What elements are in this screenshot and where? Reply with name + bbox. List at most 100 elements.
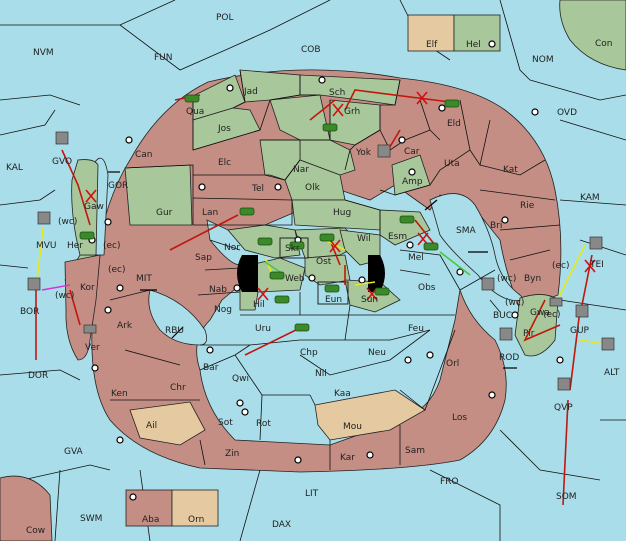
svg-text:RBU: RBU — [165, 326, 184, 336]
svg-text:Gur: Gur — [156, 208, 173, 218]
svg-text:Nog: Nog — [214, 305, 232, 315]
units — [79, 94, 460, 332]
svg-text:Eun: Eun — [325, 295, 342, 305]
svg-text:(ec): (ec) — [552, 261, 570, 271]
svg-text:KAM: KAM — [580, 193, 600, 203]
svg-text:Hil: Hil — [253, 300, 265, 310]
svg-text:DOR: DOR — [28, 371, 48, 381]
svg-text:ROD: ROD — [499, 353, 519, 363]
svg-text:(ec): (ec) — [543, 310, 561, 320]
svg-text:GOR: GOR — [108, 181, 128, 191]
svg-text:Sch: Sch — [329, 88, 345, 98]
region-labels: POL COB NVM FUN NOM Con OVD KAL KAM Jad … — [6, 13, 620, 536]
svg-text:Mel: Mel — [408, 253, 424, 263]
svg-text:TEI: TEI — [589, 260, 604, 270]
svg-text:Sap: Sap — [195, 253, 212, 263]
province-borders — [109, 69, 561, 470]
svg-text:Elc: Elc — [218, 158, 231, 168]
svg-text:Ost: Ost — [316, 257, 332, 267]
svg-text:Grh: Grh — [344, 107, 360, 117]
svg-text:Qua: Qua — [186, 107, 204, 117]
svg-text:Can: Can — [135, 150, 153, 160]
svg-text:(wc): (wc) — [497, 274, 516, 284]
svg-text:QVP: QVP — [554, 403, 573, 413]
svg-text:Kat: Kat — [503, 165, 518, 175]
svg-text:NVM: NVM — [33, 48, 54, 58]
svg-text:KAL: KAL — [6, 163, 23, 173]
svg-text:Cow: Cow — [26, 526, 45, 536]
svg-text:SOM: SOM — [556, 492, 577, 502]
svg-text:Nil: Nil — [315, 369, 327, 379]
svg-text:Ver: Ver — [85, 343, 100, 353]
svg-text:Sot: Sot — [218, 418, 233, 428]
svg-text:Kaa: Kaa — [334, 389, 351, 399]
svg-text:BUC: BUC — [493, 311, 512, 321]
svg-text:GUP: GUP — [570, 326, 590, 336]
svg-text:Car: Car — [404, 147, 420, 157]
svg-text:Sam: Sam — [405, 446, 425, 456]
svg-text:Hel: Hel — [466, 40, 481, 50]
svg-text:Bar: Bar — [203, 363, 219, 373]
con-island[interactable] — [559, 0, 626, 71]
svg-text:Tel: Tel — [251, 184, 264, 194]
svg-text:Chp: Chp — [300, 348, 318, 358]
svg-text:MVU: MVU — [36, 241, 57, 251]
svg-text:Zin: Zin — [225, 449, 239, 459]
mou-province[interactable] — [314, 389, 426, 441]
svg-text:(wc): (wc) — [58, 217, 77, 227]
gwa-pir-island[interactable] — [514, 294, 559, 357]
svg-text:Sun: Sun — [361, 295, 378, 305]
fleets — [27, 131, 615, 391]
svg-text:Orn: Orn — [188, 515, 204, 525]
svg-text:BOR: BOR — [20, 307, 39, 317]
svg-text:SMA: SMA — [456, 226, 476, 236]
svg-text:NOM: NOM — [532, 55, 554, 65]
svg-text:Web: Web — [285, 274, 305, 284]
svg-text:Her: Her — [67, 241, 83, 251]
legend-top: Elf Hel — [407, 14, 501, 52]
sma-sea[interactable] — [429, 193, 526, 302]
svg-text:FUN: FUN — [154, 53, 173, 63]
svg-text:GVA: GVA — [64, 447, 84, 457]
svg-text:Obs: Obs — [418, 283, 436, 293]
svg-text:Qwi: Qwi — [232, 374, 249, 384]
svg-text:Gaw: Gaw — [84, 202, 104, 212]
svg-text:Con: Con — [595, 39, 613, 49]
svg-text:(wc): (wc) — [55, 291, 74, 301]
svg-text:Eld: Eld — [447, 119, 461, 129]
spiral-landmass — [91, 69, 562, 473]
svg-text:Feu: Feu — [408, 324, 424, 334]
passage-arrows — [108, 171, 517, 369]
svg-text:POL: POL — [216, 13, 234, 23]
svg-text:OVD: OVD — [557, 108, 577, 118]
kor-ver-island[interactable] — [64, 254, 101, 361]
svg-text:Nar: Nar — [293, 165, 309, 175]
svg-text:Kar: Kar — [340, 453, 355, 463]
svg-text:Orl: Orl — [446, 359, 459, 369]
svg-text:Pir: Pir — [523, 329, 535, 339]
svg-text:ALT: ALT — [604, 368, 620, 378]
svg-text:FRO: FRO — [440, 477, 459, 487]
svg-text:Ail: Ail — [146, 421, 157, 431]
svg-text:Jad: Jad — [243, 87, 258, 97]
svg-text:Wil: Wil — [357, 234, 371, 244]
svg-text:Aba: Aba — [142, 515, 159, 525]
svg-text:MIT: MIT — [136, 274, 152, 284]
svg-text:Bri: Bri — [490, 221, 502, 231]
svg-text:LIT: LIT — [305, 489, 319, 499]
svg-text:Hug: Hug — [333, 208, 351, 218]
svg-text:Amp: Amp — [402, 177, 423, 187]
cow-island[interactable] — [0, 475, 53, 541]
svg-text:(ec): (ec) — [108, 265, 126, 275]
svg-text:GVO: GVO — [52, 157, 72, 167]
svg-text:Esm: Esm — [388, 232, 407, 242]
svg-text:Uta: Uta — [444, 159, 460, 169]
svg-text:Byn: Byn — [524, 274, 541, 284]
ail-province[interactable] — [129, 401, 206, 446]
svg-text:SWM: SWM — [80, 514, 102, 524]
svg-text:Chr: Chr — [170, 383, 186, 393]
svg-text:Gwa: Gwa — [530, 308, 550, 318]
svg-text:(wc): (wc) — [505, 298, 524, 308]
